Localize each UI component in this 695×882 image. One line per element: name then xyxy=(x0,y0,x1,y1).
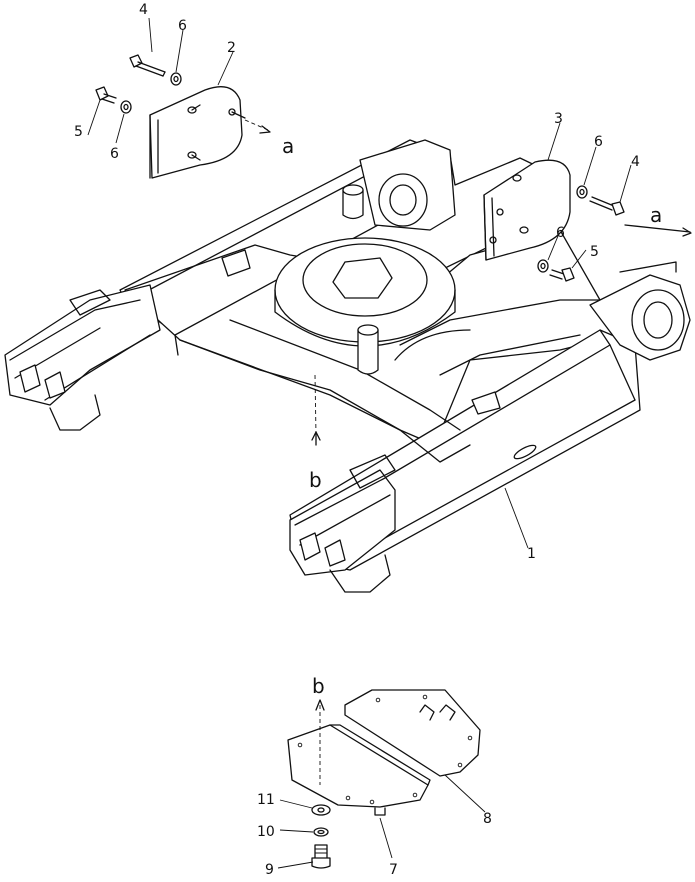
right-bolt-lower xyxy=(549,267,575,282)
left-bolt-upper xyxy=(129,54,166,77)
callout-10: 10 xyxy=(257,824,275,840)
view-ref-a-left: a xyxy=(282,134,294,158)
callout-4-right: 4 xyxy=(631,154,640,170)
detail-b-arrow xyxy=(315,699,325,785)
right-washer-upper xyxy=(576,185,588,199)
view-ref-b-detail: b xyxy=(312,674,325,698)
callout-6-right-top: 6 xyxy=(594,134,603,150)
callout-6-left-top: 6 xyxy=(178,18,187,34)
left-washer-upper xyxy=(170,72,182,86)
callout-7: 7 xyxy=(389,862,398,878)
callout-8: 8 xyxy=(483,811,492,827)
callout-1: 1 xyxy=(527,546,536,562)
callout-6-right-bottom: 6 xyxy=(556,225,565,241)
right-view-arrow xyxy=(619,224,692,273)
left-washer-lower xyxy=(120,100,132,114)
callout-9: 9 xyxy=(265,862,274,878)
left-bolt-lower xyxy=(95,86,117,104)
right-bolt-upper xyxy=(589,196,625,216)
detail-washer-11 xyxy=(311,804,331,816)
callout-3: 3 xyxy=(554,111,563,127)
detail-plate-7 xyxy=(287,724,431,816)
callout-4-left: 4 xyxy=(139,2,148,18)
callout-2: 2 xyxy=(227,40,236,56)
callout-11: 11 xyxy=(257,792,275,808)
view-ref-b-frame: b xyxy=(309,468,322,492)
leader-lines xyxy=(87,17,632,869)
detail-plate-8 xyxy=(344,689,481,777)
detail-washer-10 xyxy=(313,827,329,837)
right-cover-plate xyxy=(483,159,571,261)
left-cover-plate xyxy=(149,86,271,179)
track-frame xyxy=(4,139,691,593)
callout-6-left-bottom: 6 xyxy=(110,146,119,162)
callout-5-right: 5 xyxy=(590,244,599,260)
right-washer-lower xyxy=(537,259,549,273)
detail-bolt-9 xyxy=(311,844,331,869)
frame-b-arrow xyxy=(311,431,321,446)
view-ref-a-right: a xyxy=(650,203,662,227)
callout-5-left: 5 xyxy=(74,124,83,140)
